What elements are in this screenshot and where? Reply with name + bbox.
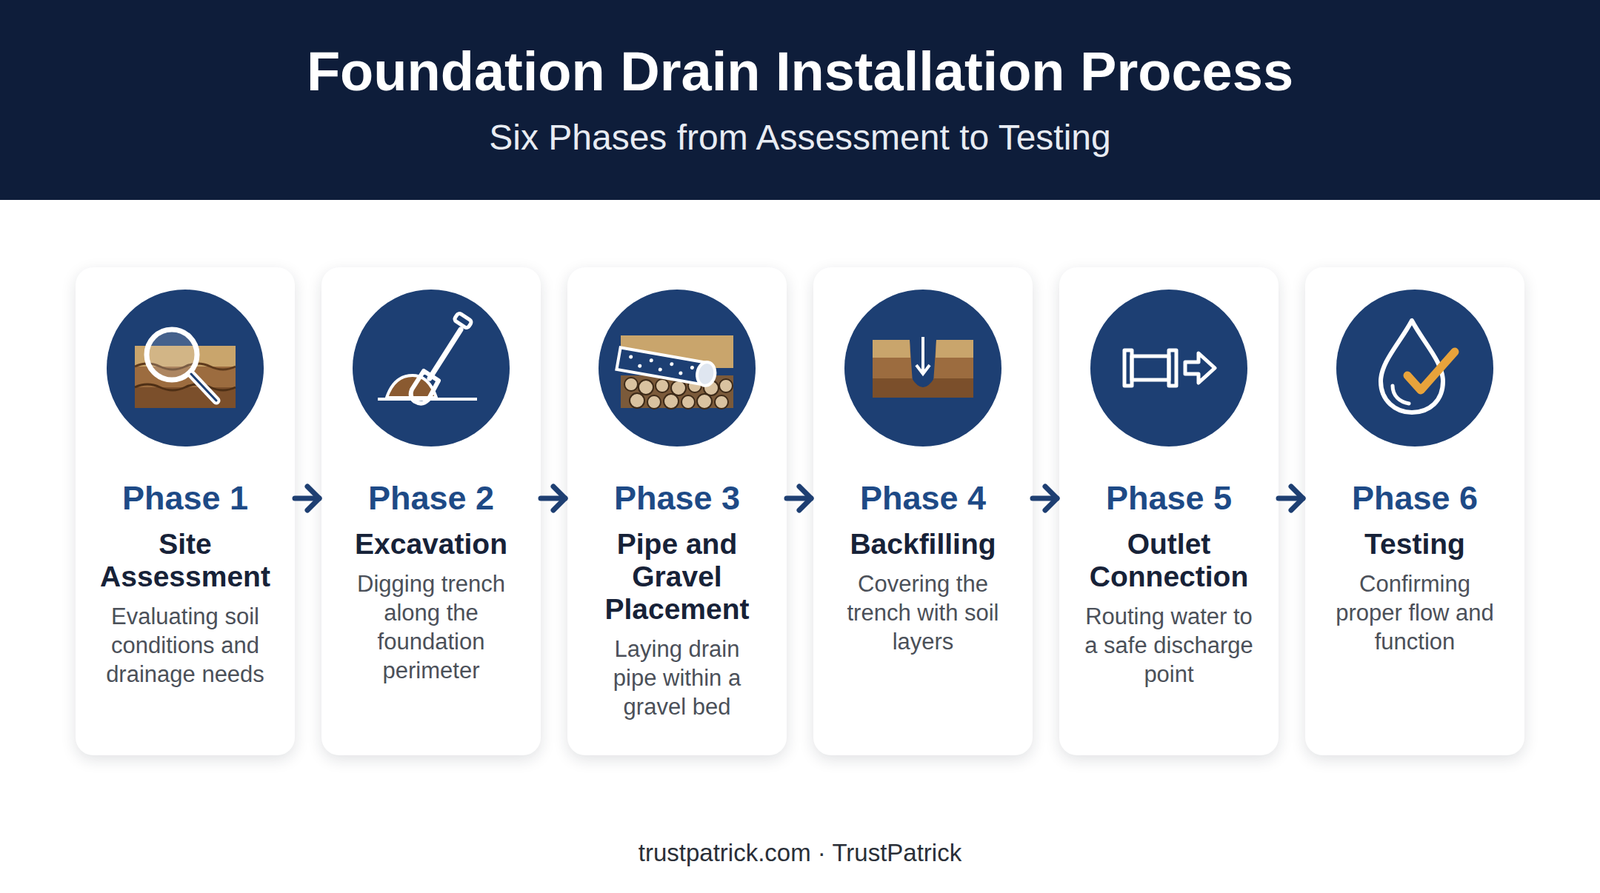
arrow-head [1045,486,1058,511]
phase-description: Confirming proper flow and function [1327,569,1503,657]
phase-number: Phase 5 [1059,479,1279,518]
phase-title: Excavation [331,528,532,561]
phase-title: Testing [1314,528,1515,561]
phase-description: Laying drain pipe within a gravel bed [589,634,765,722]
arrow-head [307,486,320,511]
arrow-head [799,486,812,511]
phase-card: Phase 3 Pipe and Gravel PlacementLaying d… [567,267,787,756]
arrow-shaft [1278,496,1303,502]
arrow-shaft [540,496,566,502]
phase-card: Phase 4 BackfillingCovering the trench wi… [813,267,1033,756]
flow-arrow [1278,486,1303,511]
diagram-title: Foundation Drain Installation Process [0,38,1600,106]
arrow-shaft [1032,496,1058,502]
phase-description: Routing water to a safe discharge point [1081,602,1257,689]
header-band: Foundation Drain Installation ProcessSix… [0,0,1600,200]
flow-arrow [540,486,566,511]
flow-arrow [1032,486,1058,511]
phase-description: Evaluating soil conditions and drainage … [97,602,273,689]
phase-number: Phase 3 [567,479,787,518]
flow-arrow [786,486,812,511]
arrow-shaft [294,496,320,502]
phase-card: Phase 2 ExcavationDigging trench along th… [321,267,541,756]
phase-number: Phase 6 [1305,479,1525,518]
phase-title: Site Assessment [85,528,286,594]
footer-credit: trustpatrick.com · TrustPatrick [0,838,1600,869]
phase-description: Covering the trench with soil layers [835,569,1011,657]
phase-title: Backfilling [822,528,1023,561]
phase-number: Phase 4 [813,479,1033,518]
phase-title: Pipe and Gravel Placement [577,528,778,626]
phase-number: Phase 2 [321,479,541,518]
phase-description: Digging trench along the foundation peri… [343,569,519,686]
phase-card: Phase 5 Outlet ConnectionRouting water to… [1059,267,1279,756]
arrow-head [1291,486,1303,511]
phase-title: Outlet Connection [1068,528,1269,594]
phase-card: Phase 1 Site AssessmentEvaluating soil co… [75,267,295,756]
subtitle: Six Phases from Assessment to Testing [0,115,1600,160]
flow-arrow [294,486,320,511]
phase-card: Phase 6 TestingConfirming proper flow and… [1305,267,1525,756]
arrow-shaft [786,496,812,502]
phase-number: Phase 1 [75,479,295,518]
arrow-head [553,486,566,511]
